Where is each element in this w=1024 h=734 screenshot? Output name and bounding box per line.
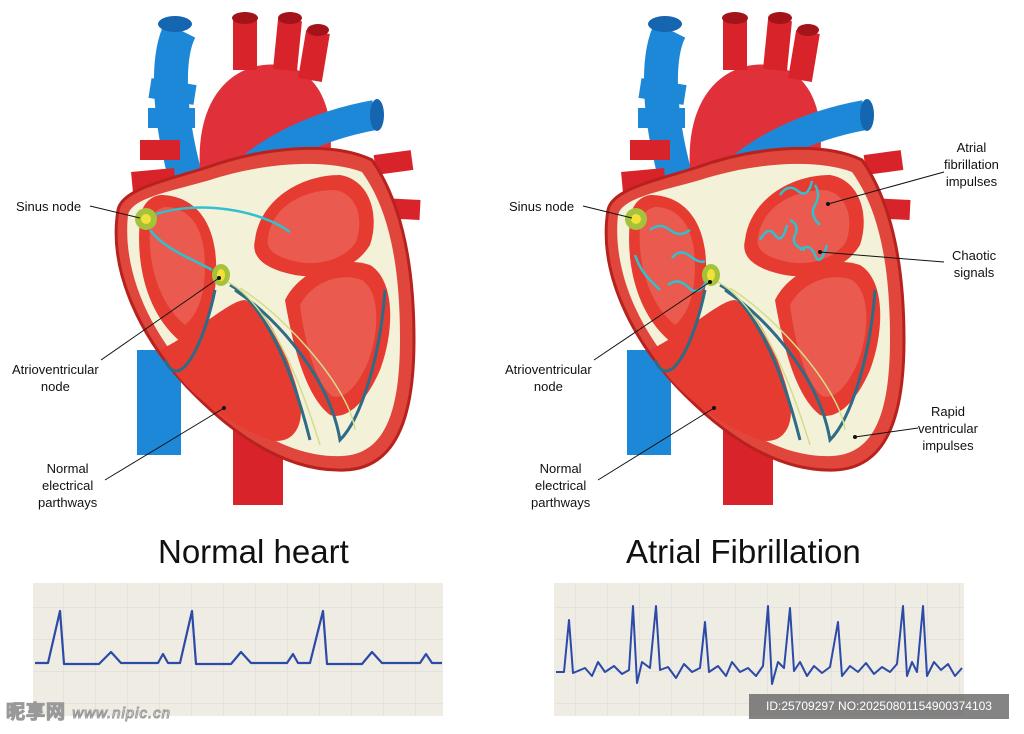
label-sinus-node: Sinus node <box>16 199 82 214</box>
label-chaotic-signals: Chaotic signals <box>952 248 997 280</box>
label-af-impulses: Atrial fibrillation impulses <box>944 140 999 189</box>
label-av-node-afib: Atrioventricular node <box>505 362 592 394</box>
title-normal-heart: Normal heart <box>158 533 349 570</box>
normal-ecg-trace <box>35 609 442 666</box>
leader-lines <box>89 171 945 481</box>
afib-heart-illustration <box>606 12 910 505</box>
title-atrial-fibrillation: Atrial Fibrillation <box>626 533 861 570</box>
sinus-to-av-arrow <box>149 229 213 272</box>
label-pathways: Normal electrical parthways <box>38 461 98 510</box>
label-pathways-afib: Normal electrical parthways <box>531 461 591 510</box>
sinus-signal-arrow <box>155 206 291 234</box>
chaotic-signal-squiggles <box>633 180 829 293</box>
label-rapid-impulses: Rapid ventricular impulses <box>918 404 978 453</box>
watermark-site: 昵享网 www.nipic.cn <box>5 702 171 724</box>
normal-heart-illustration <box>116 12 420 505</box>
label-av-node: Atrioventricular node <box>12 362 99 394</box>
afib-ecg-trace <box>556 605 963 685</box>
label-sinus-node-afib: Sinus node <box>509 199 575 214</box>
watermark-id: ID:25709297 NO:20250801154900374103 <box>749 694 1009 719</box>
